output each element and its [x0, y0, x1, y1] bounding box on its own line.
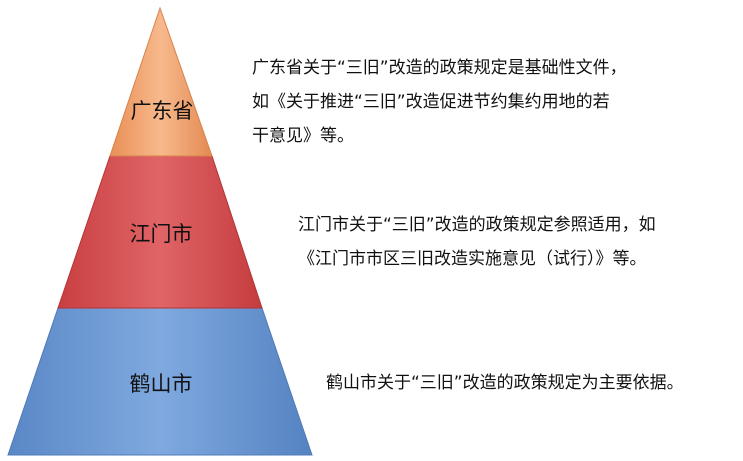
tier-label-middle: 江门市	[129, 222, 193, 246]
description-line: 广东省关于“三旧”改造的政策规定是基础性文件，	[252, 58, 627, 78]
description-line: 鹤山市关于“三旧”改造的政策规定为主要依据。	[326, 373, 684, 393]
description-bottom: 鹤山市关于“三旧”改造的政策规定为主要依据。	[326, 366, 684, 400]
pyramid-tier-top	[109, 6, 213, 157]
description-middle: 江门市关于“三旧”改造的政策规定参照适用，如 《江门市市区三旧改造实施意见（试行…	[298, 208, 656, 276]
description-line: 干意见》等。	[252, 126, 354, 146]
description-line: 江门市关于“三旧”改造的政策规定参照适用，如	[298, 215, 656, 235]
description-top: 广东省关于“三旧”改造的政策规定是基础性文件， 如《关于推进“三旧”改造促进节约…	[252, 51, 627, 153]
description-line: 《江门市市区三旧改造实施意见（试行）》等。	[298, 249, 647, 269]
tier-label-bottom: 鹤山市	[129, 372, 193, 396]
description-line: 如《关于推进“三旧”改造促进节约集约用地的若	[252, 92, 610, 112]
tier-label-top: 广东省	[130, 99, 194, 123]
